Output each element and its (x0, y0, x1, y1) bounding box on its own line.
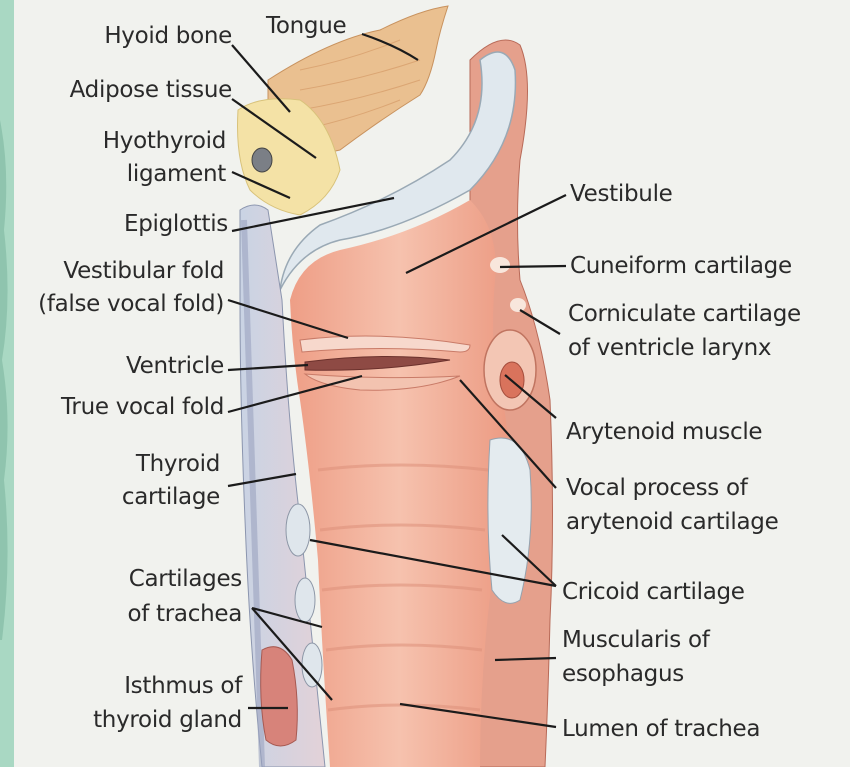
leader-cuneiform (500, 266, 566, 267)
label-isthmus-line2: thyroid gland (93, 706, 242, 734)
label-true-vocal-fold: True vocal fold (61, 393, 224, 421)
cuneiform-cartilage-shape (490, 257, 510, 273)
label-corniculate-line1: Corniculate cartilage (568, 300, 801, 328)
label-ventricle: Ventricle (126, 352, 224, 380)
corniculate-cartilage-shape (510, 298, 526, 312)
label-vocal-process-line1: Vocal process of (566, 474, 748, 502)
label-cricoid: Cricoid cartilage (562, 578, 745, 606)
cricoid-cartilage-shape (488, 438, 531, 603)
label-hyothyroid-line1: Hyothyroid (103, 127, 226, 155)
label-adipose-tissue: Adipose tissue (70, 76, 232, 104)
label-isthmus-line1: Isthmus of (124, 672, 242, 700)
label-arytenoid-muscle: Arytenoid muscle (566, 418, 762, 446)
label-epiglottis: Epiglottis (124, 210, 228, 238)
tracheal-cartilage-3 (302, 643, 322, 687)
tracheal-cartilage-2 (295, 578, 315, 622)
isthmus-shape (261, 647, 298, 746)
label-lumen: Lumen of trachea (562, 715, 760, 743)
label-thyroid-line2: cartilage (122, 483, 220, 511)
label-muscularis-line1: Muscularis of (562, 626, 710, 654)
label-cartilages-trachea-line1: Cartilages (129, 565, 242, 593)
hyoid-bone-shape (252, 148, 272, 172)
label-hyothyroid-line2: ligament (127, 160, 226, 188)
label-thyroid-line1: Thyroid (136, 450, 220, 478)
lumen-shape (290, 200, 508, 767)
label-cuneiform: Cuneiform cartilage (570, 252, 792, 280)
label-corniculate-line2: of ventricle larynx (568, 334, 771, 362)
label-vestibular-line1: Vestibular fold (63, 257, 224, 285)
label-muscularis-line2: esophagus (562, 660, 684, 688)
label-tongue: Tongue (266, 12, 346, 40)
label-hyoid-bone: Hyoid bone (104, 22, 232, 50)
tracheal-cartilage-1 (286, 504, 310, 556)
label-vestibular-line2: (false vocal fold) (38, 290, 224, 318)
label-cartilages-trachea-line2: of trachea (127, 600, 242, 628)
label-vocal-process-line2: arytenoid cartilage (566, 508, 778, 536)
label-vestibule: Vestibule (570, 180, 673, 208)
